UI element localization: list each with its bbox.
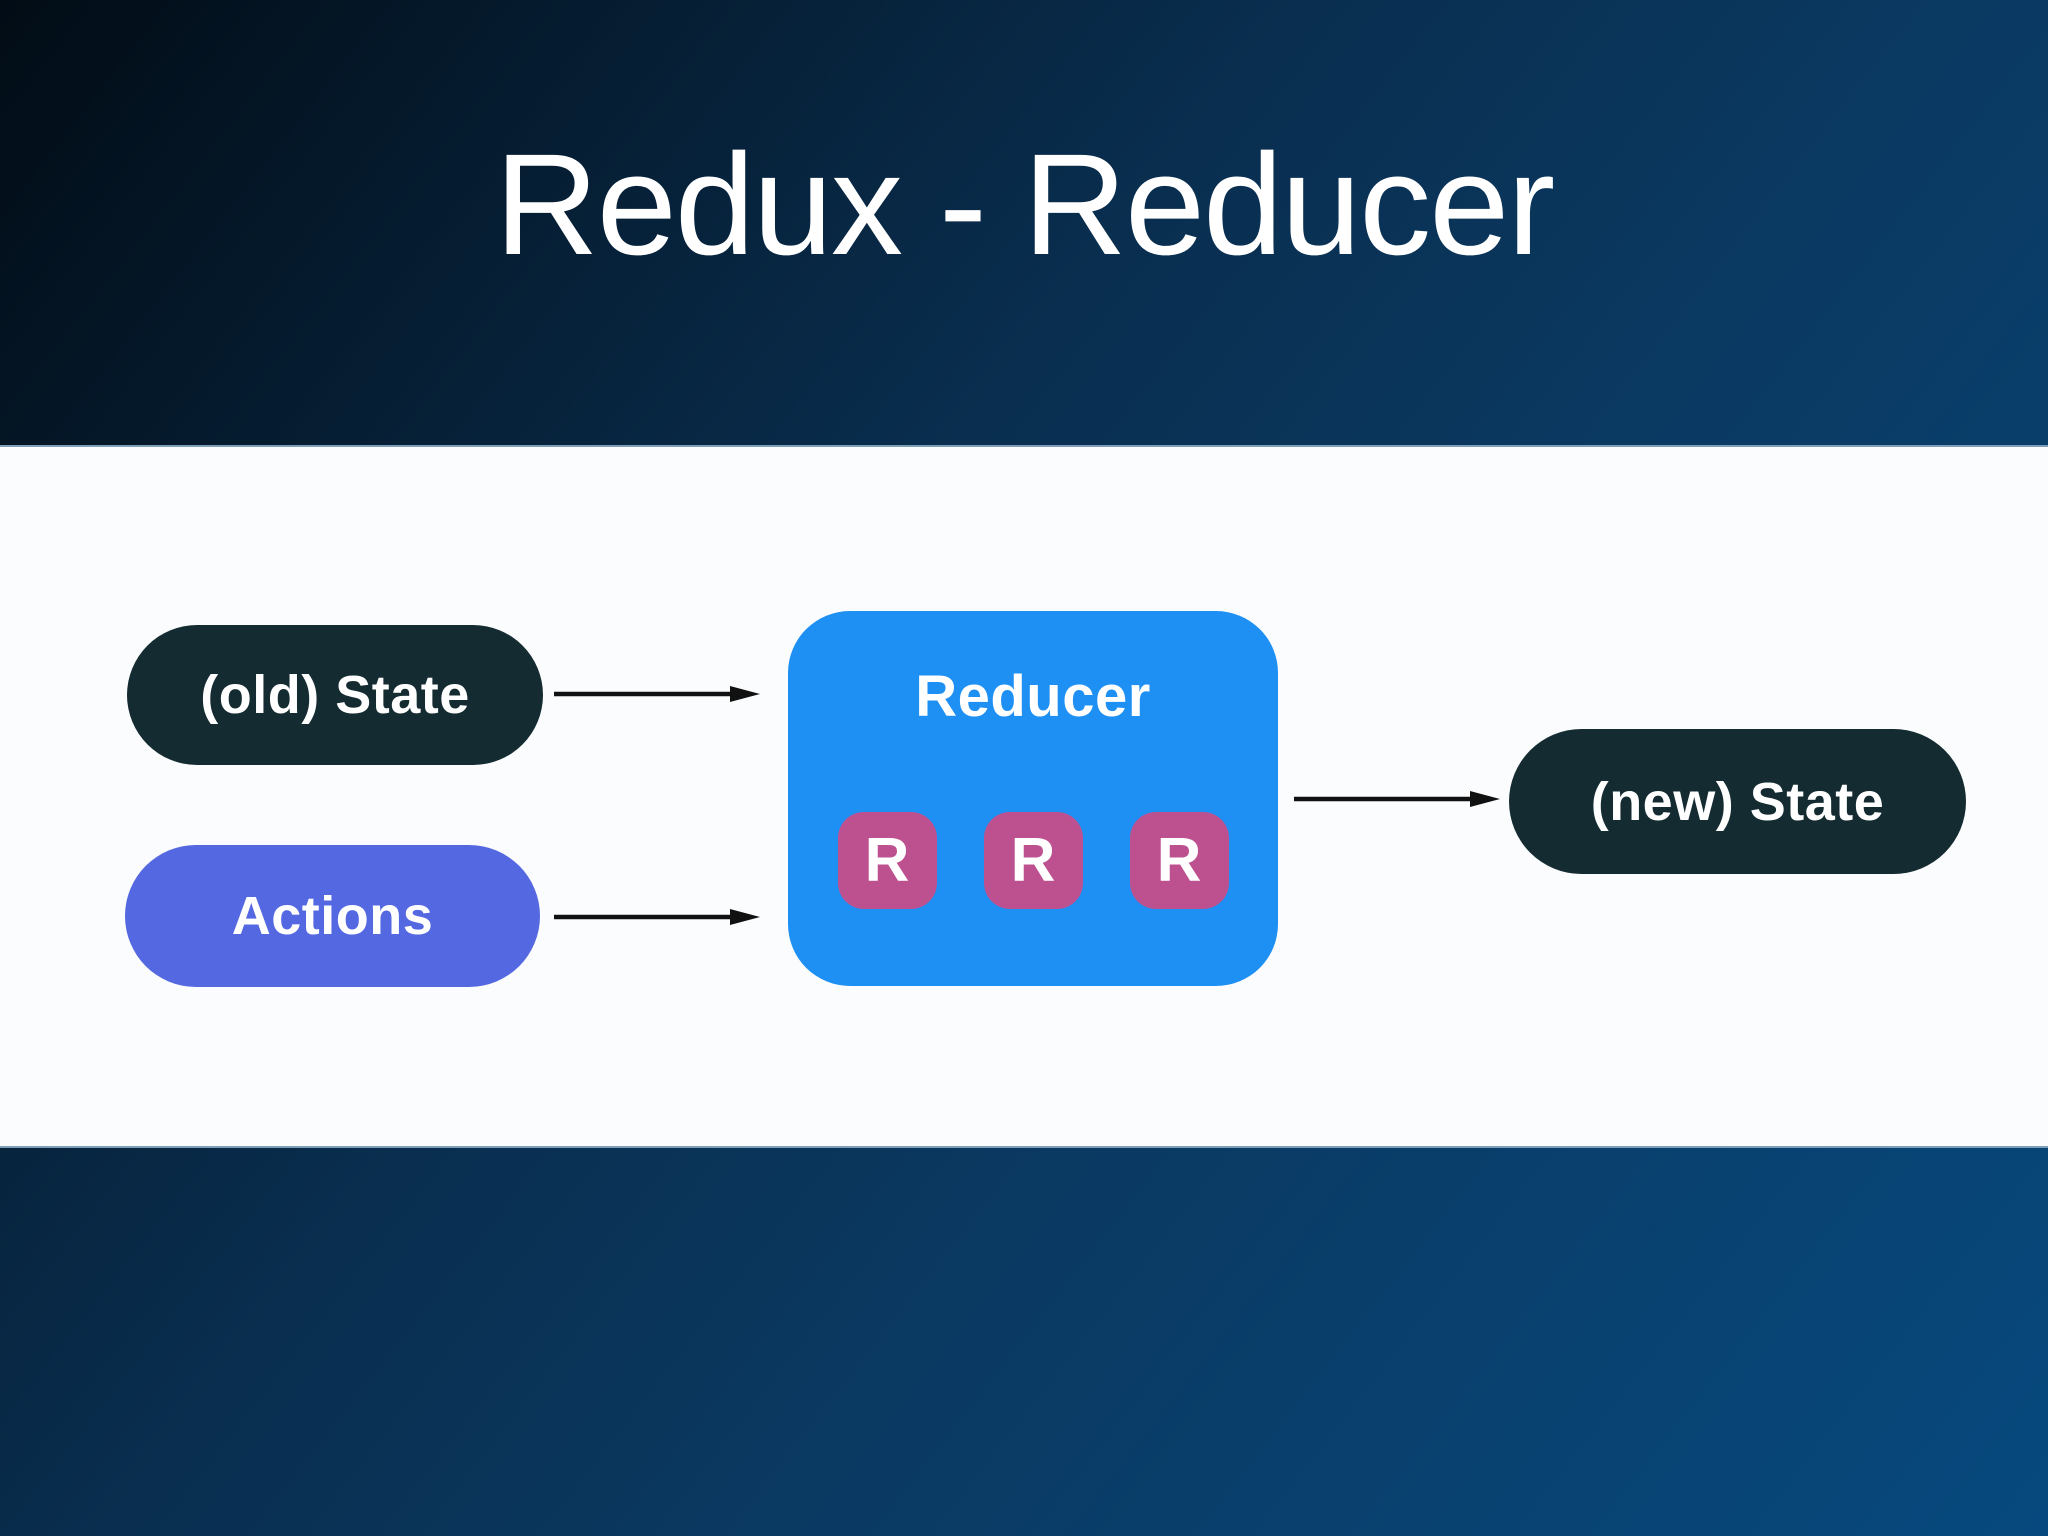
reducer-unit-2-label: R: [1010, 826, 1056, 895]
node-new-state-label: (new) State: [1590, 771, 1885, 832]
arrow-head-icon: [1470, 791, 1500, 807]
reducer-unit-3: R: [1129, 812, 1229, 909]
reducer-units-row: R R R: [788, 812, 1278, 909]
arrow-reducer-to-new-state: [1294, 791, 1500, 807]
node-old-state: (old) State: [127, 625, 543, 765]
arrow-head-icon: [730, 909, 760, 925]
node-actions: Actions: [125, 845, 540, 987]
reducer-unit-3-label: R: [1156, 826, 1202, 895]
node-reducer: Reducer R R R: [788, 611, 1278, 986]
node-new-state: (new) State: [1509, 729, 1966, 874]
node-old-state-label: (old) State: [200, 665, 470, 725]
reducer-unit-1: R: [837, 812, 937, 909]
arrow-actions-to-reducer: [554, 909, 760, 925]
node-actions-label: Actions: [231, 886, 434, 946]
arrow-head-icon: [730, 686, 760, 702]
reducer-unit-2: R: [983, 812, 1083, 909]
node-reducer-label: Reducer: [915, 664, 1151, 729]
slide-title: Redux - Reducer: [494, 124, 1556, 285]
arrow-old-state-to-reducer: [554, 686, 760, 702]
reducer-unit-1-label: R: [864, 826, 910, 895]
diagram-canvas: (old) State Actions Reducer R R R (new) …: [0, 445, 2048, 1148]
